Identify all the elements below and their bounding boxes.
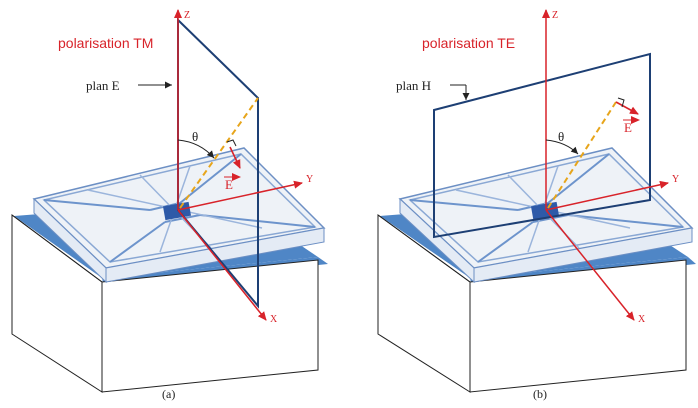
y-axis-label: Y xyxy=(672,174,679,185)
theta-label: θ xyxy=(558,129,564,144)
e-vector-arrow xyxy=(615,101,639,115)
panel-a: polarisation TM plan E θ E Z Y X (a) xyxy=(11,9,328,401)
e-vector-arrow xyxy=(229,146,241,169)
x-axis xyxy=(177,209,267,321)
e-field-label: E xyxy=(624,120,632,135)
panel-b: polarisation TE plan H θ E Z Y X (b) xyxy=(377,9,696,401)
x-axis-label: X xyxy=(270,314,278,325)
h-plane xyxy=(433,52,651,239)
panel-b-title: polarisation TE xyxy=(422,35,515,51)
y-axis xyxy=(177,180,303,211)
z-axis-label: Z xyxy=(552,10,558,21)
theta-arc xyxy=(177,139,215,159)
radiation-direction xyxy=(547,101,617,209)
panel-a-title: polarisation TM xyxy=(58,35,153,51)
y-axis xyxy=(545,180,669,211)
radiation-direction xyxy=(179,97,259,209)
z-axis-label: Z xyxy=(184,10,190,21)
caption-b: (b) xyxy=(533,387,547,401)
y-axis-label: Y xyxy=(306,174,313,185)
right-angle-mark xyxy=(226,139,237,147)
caption-a: (a) xyxy=(162,387,175,401)
x-axis xyxy=(545,209,635,321)
plane-label-e: plan E xyxy=(86,78,120,93)
e-field-label: E xyxy=(225,177,233,192)
plane-label-h: plan H xyxy=(396,78,431,93)
right-angle-mark xyxy=(617,97,625,108)
theta-arc xyxy=(545,139,579,155)
theta-label: θ xyxy=(192,129,198,144)
x-axis-label: X xyxy=(638,314,646,325)
